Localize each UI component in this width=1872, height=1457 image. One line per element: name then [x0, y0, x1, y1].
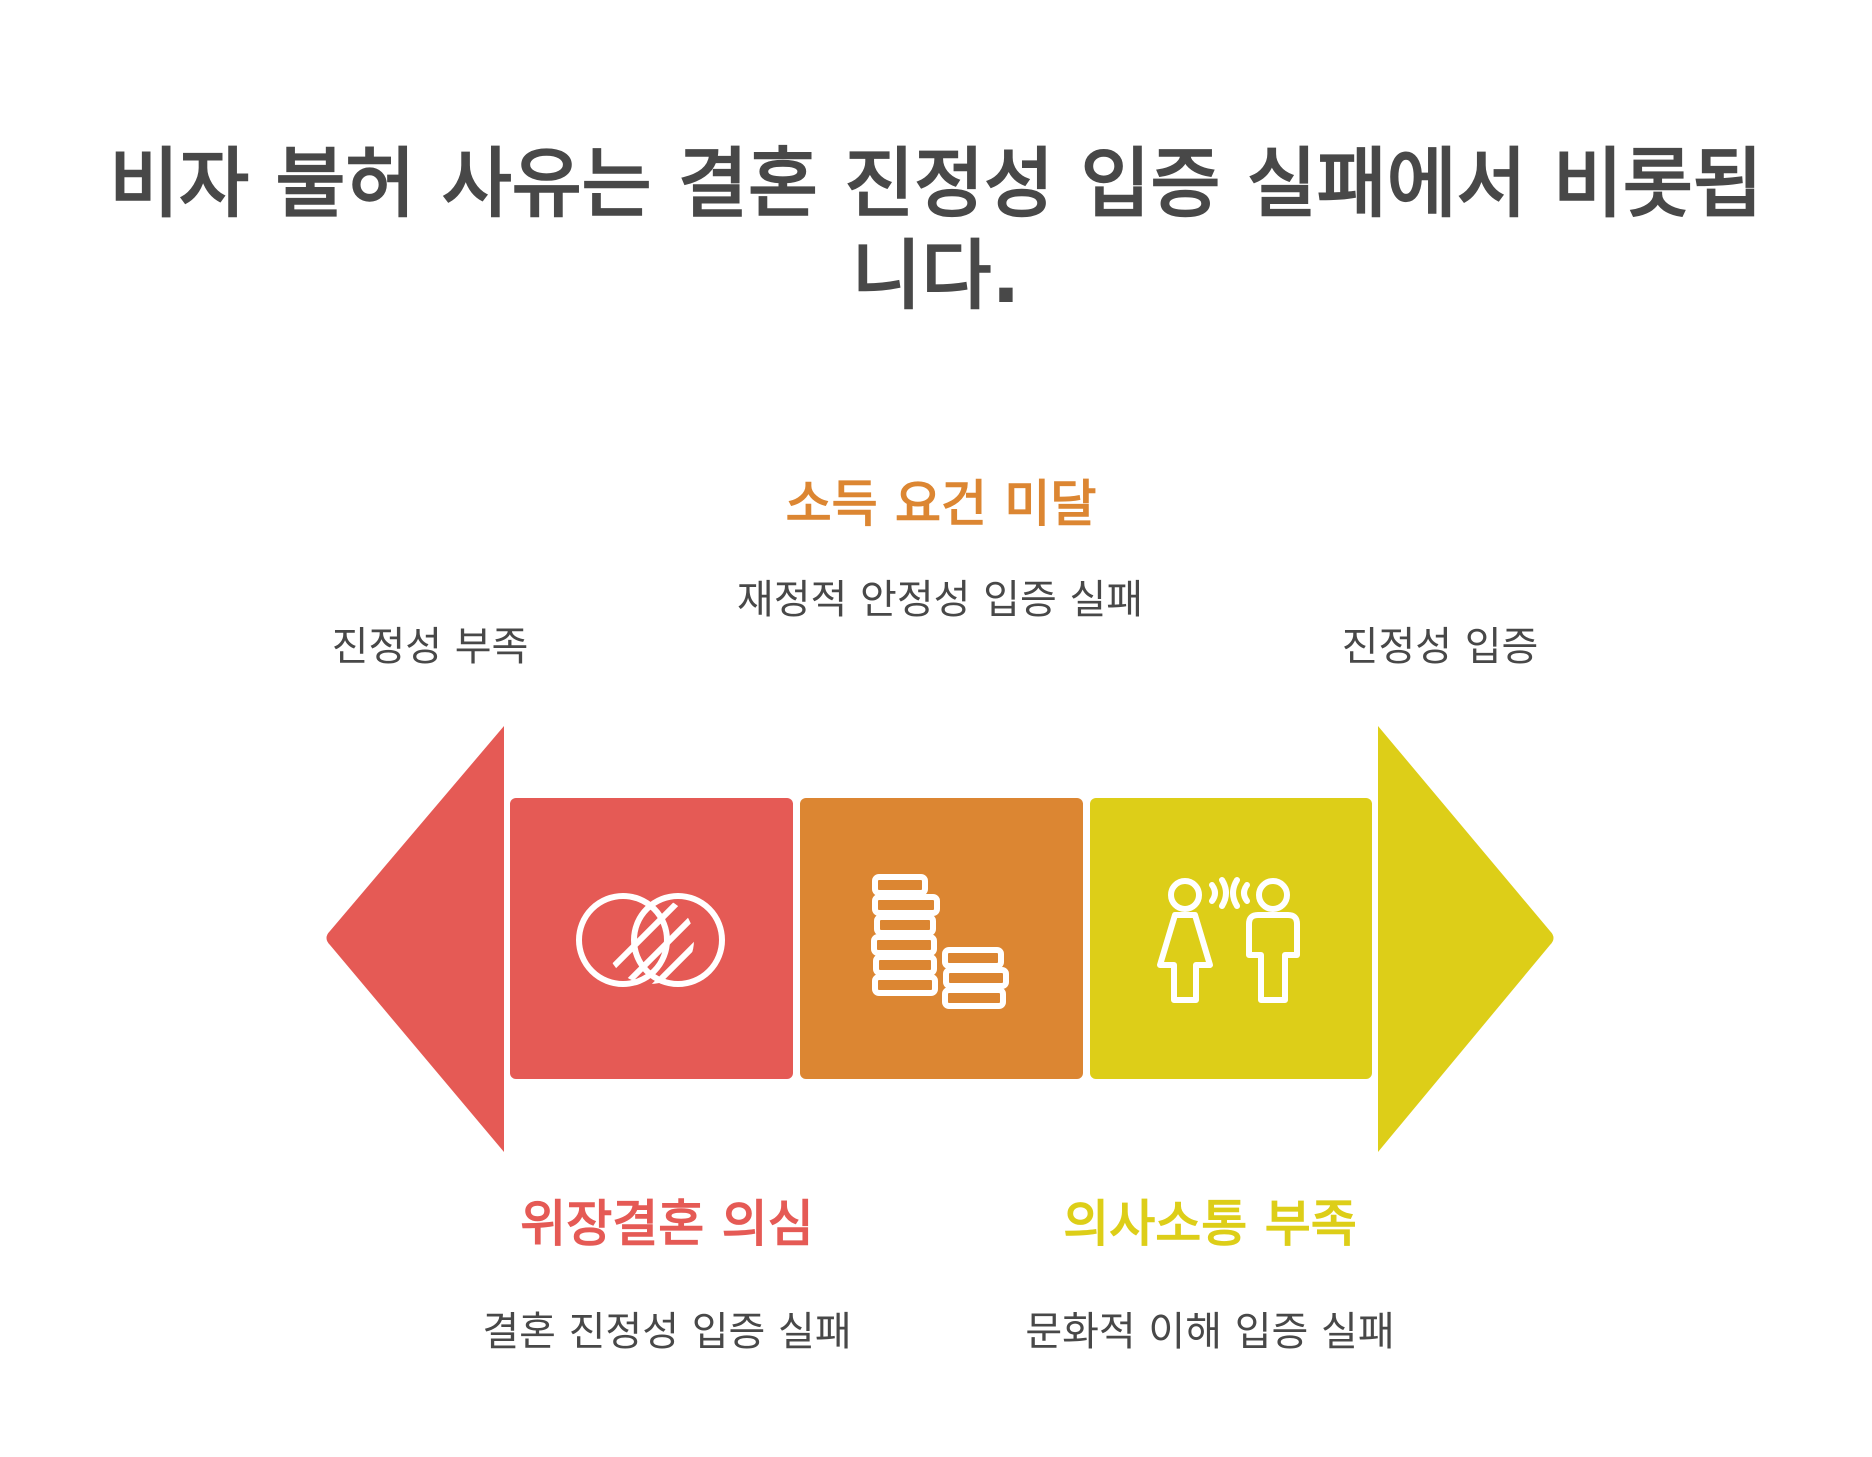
segment-block-3: [1090, 798, 1372, 1079]
left-arrowhead: [326, 726, 504, 1152]
segment-3-title: 의사소통 부족: [1063, 1195, 1357, 1253]
segment-3-desc: 문화적 이해 입증 실패: [1025, 1309, 1395, 1355]
segment-2-desc: 재정적 안정성 입증 실패: [736, 577, 1144, 623]
page-title: 비자 불허 사유는 결혼 진정성 입증 실패에서 비롯됩니다.: [109, 139, 1763, 320]
segment-2-title: 소득 요건 미달: [785, 475, 1097, 533]
coin-stacks-icon: [871, 874, 1009, 1009]
segment-block-1: [510, 798, 793, 1079]
people-talking-icon: [1157, 877, 1300, 1003]
segment-1-title: 위장결혼 의심: [520, 1195, 814, 1253]
right-end-label: 진정성 입증: [1341, 624, 1539, 670]
segment-1-desc: 결혼 진정성 입증 실패: [482, 1309, 852, 1355]
left-end-label: 진정성 부족: [331, 624, 529, 670]
right-arrowhead: [1378, 726, 1554, 1152]
segment-block-2: [800, 798, 1083, 1079]
overlapping-circles-icon: [576, 893, 725, 987]
